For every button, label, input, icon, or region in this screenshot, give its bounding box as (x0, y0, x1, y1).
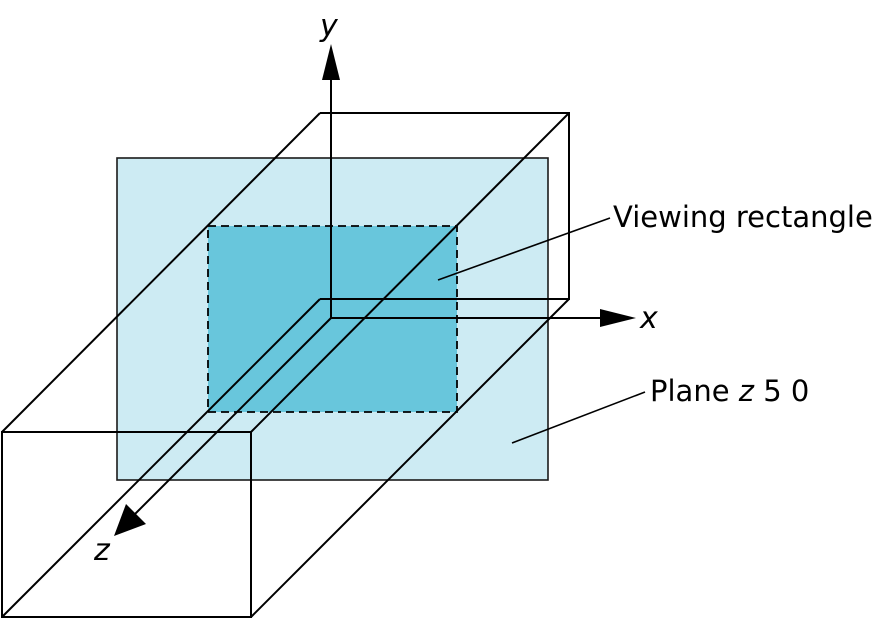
view-volume-back-face (320, 112, 570, 300)
z-axis-arrowhead (114, 504, 146, 536)
plane-callout: Plane z 5 0 (650, 374, 809, 408)
viewing-rectangle-callout: Viewing rectangle (613, 200, 873, 234)
y-axis-label: y (319, 9, 339, 44)
view-volume-edge-top-left (1, 112, 321, 433)
x-axis-label: x (639, 301, 658, 336)
x-axis-arrowhead (600, 309, 636, 327)
z-axis-label: z (93, 533, 111, 568)
y-axis-arrowhead (322, 44, 340, 80)
viewing-rectangle-leader-line (437, 217, 611, 281)
plane-callout-suffix: 5 0 (754, 374, 809, 408)
view-volume-edge-bottom-left (1, 298, 321, 618)
plane-callout-variable: z (738, 374, 755, 408)
view-volume-edge-bottom-right (250, 298, 570, 618)
plane-leader-line (511, 391, 646, 444)
z-axis-line (131, 317, 332, 518)
view-volume-front-face (1, 431, 252, 618)
plane-callout-prefix: Plane (650, 374, 739, 408)
view-volume-edge-top-right (250, 112, 570, 433)
